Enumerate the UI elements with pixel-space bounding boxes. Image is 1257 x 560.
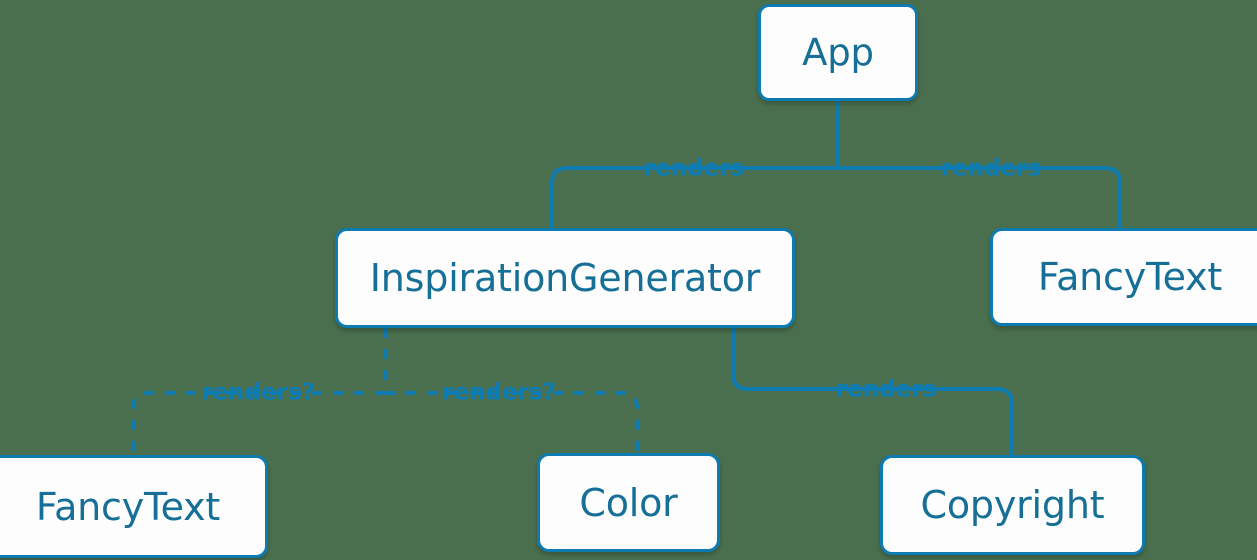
- edge-app-to-inspiration: [550, 166, 837, 228]
- node-color-label: Color: [579, 480, 678, 525]
- node-app-label: App: [802, 31, 874, 74]
- edge-label-inspiration-renders-fancytext: renders?: [201, 379, 315, 406]
- edge-app-to-fancytext-right: [837, 166, 1122, 228]
- node-fancytext-left-label: FancyText: [35, 484, 221, 529]
- node-inspiration-generator[interactable]: InspirationGenerator: [335, 228, 795, 328]
- node-copyright-label: Copyright: [920, 483, 1105, 527]
- node-color[interactable]: Color: [537, 453, 720, 552]
- node-app[interactable]: App: [758, 4, 918, 101]
- node-fancytext-right-label: FancyText: [1037, 255, 1223, 299]
- node-copyright[interactable]: Copyright: [880, 455, 1145, 555]
- edge-label-inspiration-renders-copyright: renders: [835, 376, 937, 403]
- edge-inspiration-to-fancytext-left: [131, 391, 385, 455]
- edge-inspiration-to-copyright: [731, 328, 1014, 455]
- edge-inspiration-to-color: [385, 391, 639, 453]
- node-fancytext-right[interactable]: FancyText: [990, 228, 1257, 326]
- edge-label-inspiration-renders-color: renders?: [442, 379, 556, 406]
- node-fancytext-left[interactable]: FancyText: [0, 455, 268, 558]
- edge-label-app-renders-inspiration: renders: [643, 155, 745, 182]
- node-inspiration-generator-label: InspirationGenerator: [369, 256, 761, 300]
- edge-label-app-renders-fancytext: renders: [940, 155, 1042, 182]
